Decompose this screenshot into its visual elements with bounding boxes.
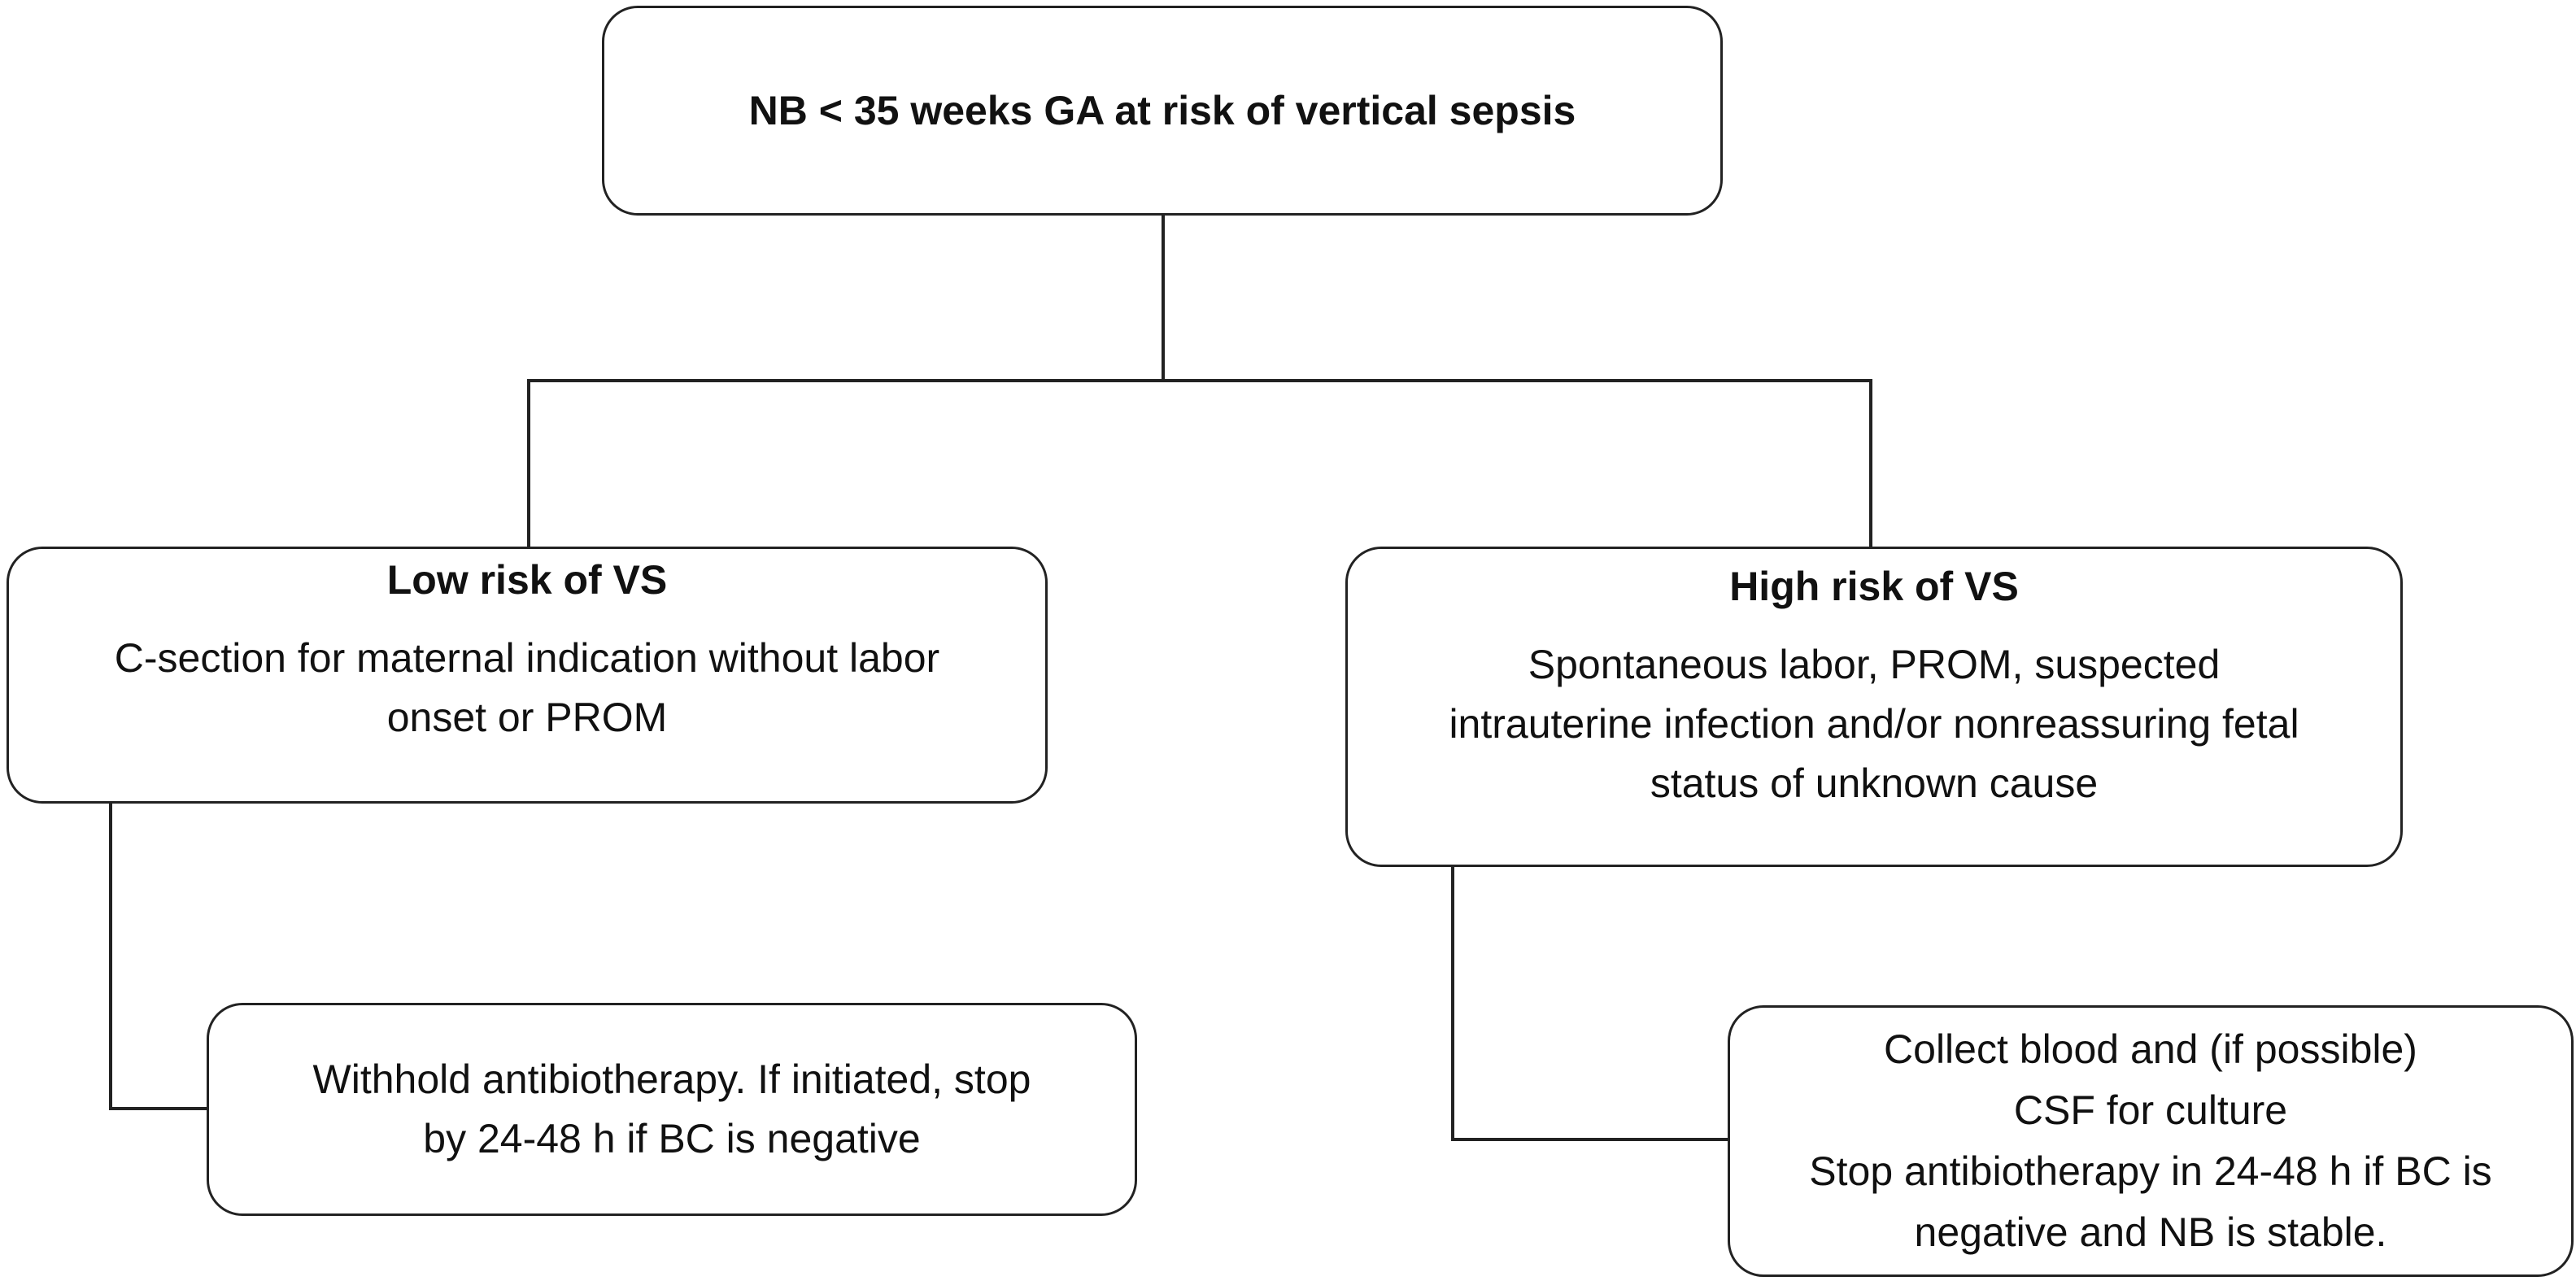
root-title: NB < 35 weeks GA at risk of vertical sep… (748, 88, 1576, 133)
high-risk-action-line: Collect blood and (if possible) (1884, 1026, 2417, 1072)
high-risk-description-line: Spontaneous labor, PROM, suspected (1528, 642, 2221, 687)
high-risk-action-line: negative and NB is stable. (1914, 1209, 2387, 1255)
low-risk-description-line: onset or PROM (386, 695, 668, 740)
high-risk-description: Spontaneous labor, PROM, suspected intra… (1449, 635, 2299, 813)
low-risk-node: Low risk of VS C-section for maternal in… (7, 547, 1048, 804)
high-risk-action-line: CSF for culture (2013, 1087, 2288, 1133)
high-risk-node: High risk of VS Spontaneous labor, PROM,… (1345, 547, 2403, 867)
root-node: NB < 35 weeks GA at risk of vertical sep… (602, 6, 1723, 216)
low-risk-action-line: Withhold antibiotherapy. If initiated, s… (312, 1057, 1031, 1102)
high-risk-action-text: Collect blood and (if possible) CSF for … (1809, 1019, 2491, 1263)
low-risk-action-line: by 24-48 h if BC is negative (423, 1116, 921, 1161)
low-risk-action-node: Withhold antibiotherapy. If initiated, s… (207, 1003, 1137, 1216)
high-risk-description-line: status of unknown cause (1650, 760, 2099, 806)
low-risk-title: Low risk of VS (386, 557, 668, 603)
low-risk-action-text: Withhold antibiotherapy. If initiated, s… (313, 1050, 1031, 1169)
low-risk-description-line: C-section for maternal indication withou… (114, 635, 940, 681)
high-risk-description-line: intrauterine infection and/or nonreassur… (1449, 701, 2299, 747)
high-risk-action-line: Stop antibiotherapy in 24-48 h if BC is (1809, 1148, 2492, 1194)
high-risk-title: High risk of VS (1729, 564, 2019, 609)
high-risk-action-node: Collect blood and (if possible) CSF for … (1728, 1005, 2574, 1277)
low-risk-description: C-section for maternal indication withou… (115, 629, 939, 747)
